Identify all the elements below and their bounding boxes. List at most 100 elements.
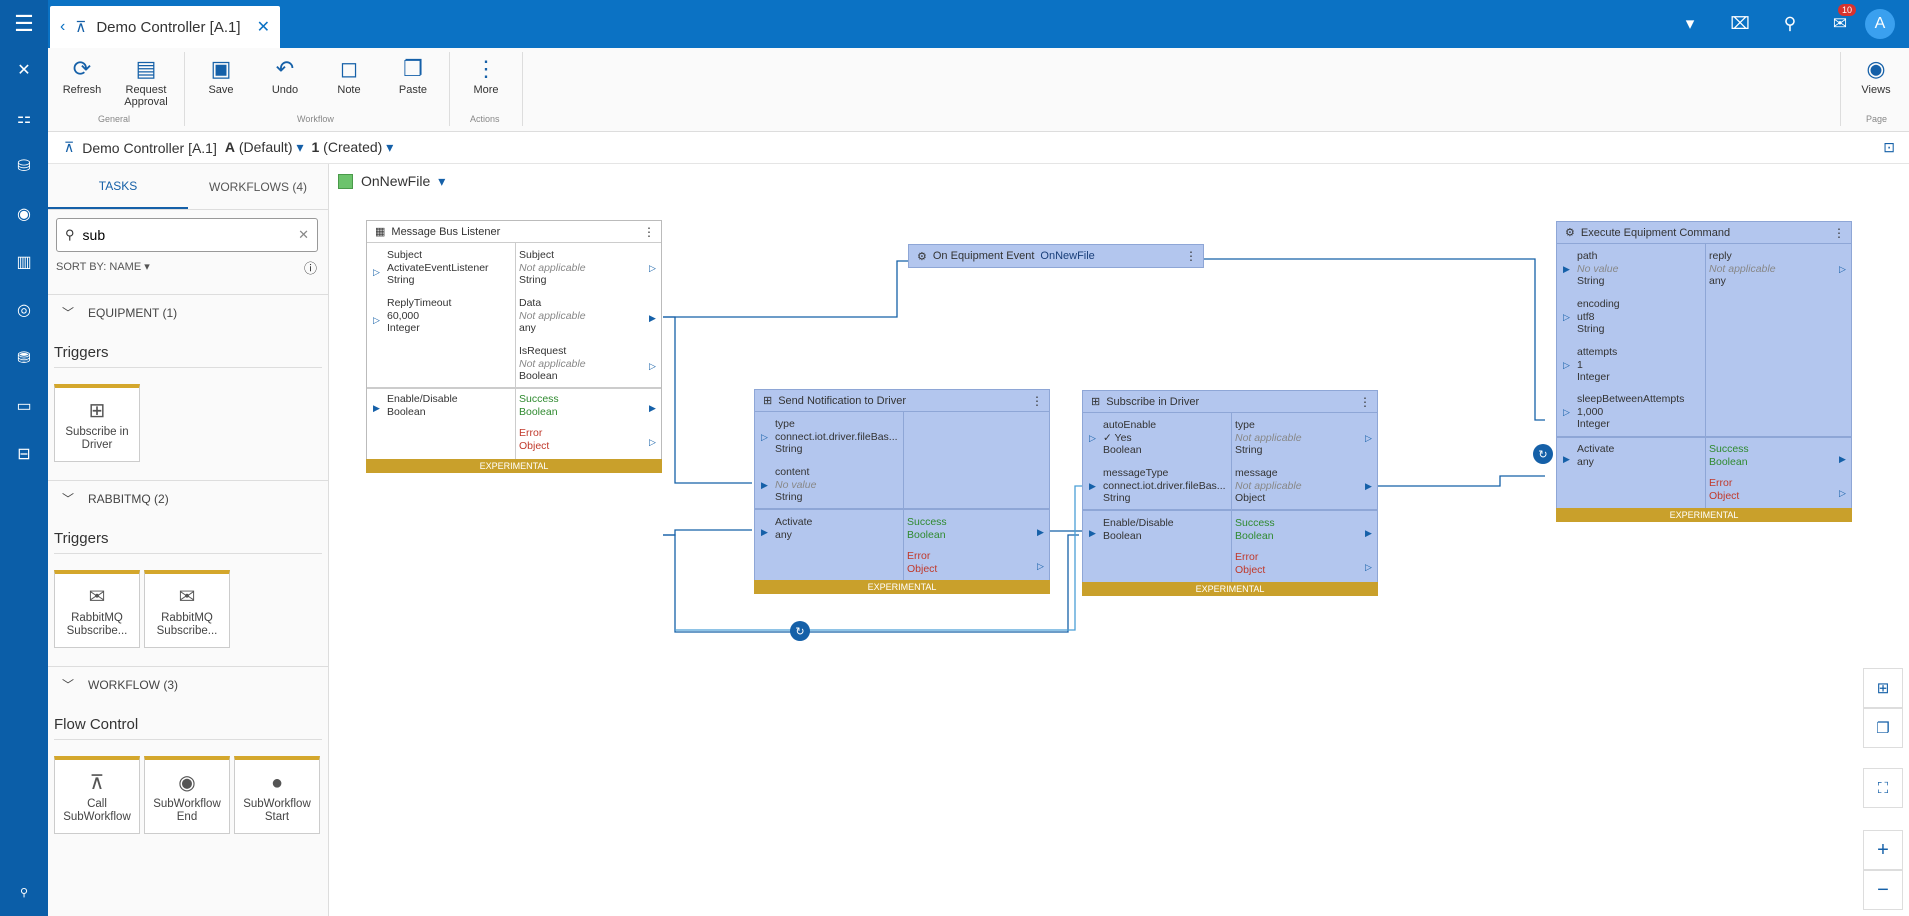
fit-add-button[interactable]: ⊞ <box>1863 668 1903 708</box>
analytics-icon[interactable]: ▥ <box>16 254 32 271</box>
card-label-2: Driver <box>81 439 113 451</box>
output-port-icon[interactable]: ▷ <box>649 437 656 447</box>
undo-button[interactable]: ↶ Undo <box>255 54 315 96</box>
node-subscribe-in-driver[interactable]: ⊞ Subscribe in Driver ⋮ ▷ autoEnable ✓ Y… <box>1082 390 1378 596</box>
document-tab[interactable]: ‹ ⊼ Demo Controller [A.1] ✕ <box>50 6 280 48</box>
output-port-icon[interactable]: ▷ <box>1037 561 1044 571</box>
output-port-icon[interactable]: ▷ <box>1839 264 1846 274</box>
node-header[interactable]: ⚙ On Equipment Event OnNewFile ⋮ <box>909 245 1203 267</box>
node-send-notification-to-driver[interactable]: ⊞ Send Notification to Driver ⋮ ▷ type c… <box>754 389 1050 594</box>
clear-icon[interactable]: ✕ <box>298 227 309 242</box>
modules-icon[interactable]: ⚏ <box>16 110 32 127</box>
tab-tasks[interactable]: TASKS <box>48 164 188 209</box>
barcode-scanner-icon[interactable]: ⌧ <box>1730 14 1750 33</box>
task-card-rabbitmq-subscribe[interactable]: ✉ RabbitMQ Subscribe... <box>144 570 230 648</box>
input-port-icon[interactable]: ▷ <box>1089 433 1096 443</box>
quality-icon[interactable]: ◉ <box>17 206 31 223</box>
node-execute-equipment-command[interactable]: ⚙ Execute Equipment Command ⋮ ▶ path No … <box>1556 221 1852 522</box>
output-port-icon[interactable]: ▶ <box>649 313 656 323</box>
fit-remove-button[interactable]: ❐ <box>1863 708 1903 748</box>
sort-by[interactable]: SORT BY: NAME ▾ <box>56 261 150 273</box>
input-port-icon[interactable]: ▶ <box>1089 481 1096 491</box>
refresh-button[interactable]: ⟳ Refresh <box>52 54 112 96</box>
input-port-icon[interactable]: ▶ <box>373 403 380 413</box>
input-port-icon[interactable]: ▶ <box>761 527 768 537</box>
input-port-icon[interactable]: ▷ <box>373 267 380 277</box>
task-card-subscribe-in-driver[interactable]: ⊞ Subscribe in Driver <box>54 384 140 462</box>
input-port-icon[interactable]: ▷ <box>761 432 768 442</box>
zoom-out-button[interactable]: − <box>1863 870 1903 910</box>
workflow-selector[interactable]: OnNewFile ▾ <box>330 164 1909 198</box>
revision-selector[interactable]: 1 (Created) ▾ <box>311 139 393 156</box>
back-icon[interactable]: ‹ <box>60 18 66 35</box>
output-port-icon[interactable]: ▷ <box>649 361 656 371</box>
more-vertical-icon[interactable]: ⋮ <box>1185 249 1197 263</box>
close-tab-icon[interactable]: ✕ <box>256 19 270 36</box>
section-rabbitmq[interactable]: ﹀ RABBITMQ (2) <box>48 480 328 516</box>
more-vertical-icon[interactable]: ⋮ <box>643 224 655 239</box>
task-card-rabbitmq-subscribe[interactable]: ✉ RabbitMQ Subscribe... <box>54 570 140 648</box>
hamburger-menu-icon[interactable]: ☰ <box>14 11 34 36</box>
request-approval-button[interactable]: ▤ Request Approval <box>116 54 176 108</box>
param-type: Integer <box>1577 371 1610 383</box>
input-port-icon[interactable]: ▷ <box>1563 312 1570 322</box>
output-port-icon[interactable]: ▶ <box>649 403 656 413</box>
tools-icon[interactable]: ✕ <box>17 62 31 79</box>
window-icon[interactable]: ▭ <box>16 398 32 415</box>
database-icon[interactable]: ⛁ <box>17 158 31 175</box>
node-message-bus-listener[interactable]: ▦ Message Bus Listener ⋮ ▷ Subject Activ… <box>366 220 662 473</box>
data-icon[interactable]: ⛃ <box>17 350 31 367</box>
network-icon[interactable]: ⚲ <box>19 886 29 899</box>
search-icon[interactable]: ⚲ <box>1783 14 1797 33</box>
avatar[interactable]: A <box>1865 9 1895 39</box>
input-port-icon[interactable]: ▶ <box>1563 264 1570 274</box>
task-card-subworkflow-end[interactable]: ◉ SubWorkflow End <box>144 756 230 834</box>
tab-workflows[interactable]: WORKFLOWS (4) <box>209 179 307 194</box>
output-port-icon[interactable]: ▶ <box>1365 528 1372 538</box>
section-equipment[interactable]: ﹀ EQUIPMENT (1) <box>48 294 328 330</box>
more-button[interactable]: ⋮ More <box>456 54 516 96</box>
search-input[interactable] <box>82 227 291 243</box>
note-button[interactable]: ◻ Note <box>319 54 379 96</box>
notifications-icon[interactable]: ✉ <box>1832 14 1848 33</box>
output-port-icon[interactable]: ▶ <box>1365 481 1372 491</box>
more-vertical-icon[interactable]: ⋮ <box>1031 393 1043 408</box>
fit-to-screen-button[interactable]: ⛶ <box>1863 768 1903 808</box>
version-selector[interactable]: A (Default) ▾ <box>225 139 304 156</box>
input-port-icon[interactable]: ▷ <box>1563 407 1570 417</box>
info-icon[interactable]: ⓘ <box>304 261 318 276</box>
node-header[interactable]: ⊞ Subscribe in Driver ⋮ <box>1083 391 1377 413</box>
input-port-icon[interactable]: ▶ <box>761 480 768 490</box>
section-workflow[interactable]: ﹀ WORKFLOW (3) <box>48 666 328 702</box>
node-header[interactable]: ⊞ Send Notification to Driver ⋮ <box>755 390 1049 412</box>
user-menu[interactable]: A <box>1860 0 1900 48</box>
output-port-icon[interactable]: ▷ <box>649 263 656 273</box>
output-port-icon[interactable]: ▶ <box>1037 527 1044 537</box>
task-card-subworkflow-start[interactable]: ● SubWorkflow Start <box>234 756 320 834</box>
node-on-equipment-event[interactable]: ⚙ On Equipment Event OnNewFile ⋮ <box>908 244 1204 268</box>
paste-button[interactable]: ❐ Paste <box>383 54 443 96</box>
zoom-in-button[interactable]: + <box>1863 830 1903 870</box>
more-vertical-icon[interactable]: ⋮ <box>1833 225 1845 240</box>
connect-icon[interactable]: ◎ <box>17 302 31 319</box>
output-port-icon[interactable]: ▷ <box>1839 488 1846 498</box>
output-port-icon[interactable]: ▷ <box>1365 562 1372 572</box>
input-port-icon[interactable]: ▶ <box>1089 528 1096 538</box>
node-header[interactable]: ▦ Message Bus Listener ⋮ <box>367 221 661 243</box>
task-card-call-subworkflow[interactable]: ⊼ Call SubWorkflow <box>54 756 140 834</box>
param-value: Not applicable <box>1235 479 1302 492</box>
workflow-canvas[interactable]: ↻ ↻ ▦ Message Bus Listener ⋮ ▷ Subject A… <box>330 198 1909 916</box>
input-port-icon[interactable]: ▶ <box>1563 454 1570 464</box>
expand-panel-icon[interactable]: ⊡ <box>1883 139 1895 155</box>
output-port-icon[interactable]: ▶ <box>1839 454 1846 464</box>
save-button[interactable]: ▣ Save <box>191 54 251 96</box>
search-box[interactable]: ⚲ ✕ <box>56 218 318 252</box>
chevron-down-icon[interactable]: ▾ <box>1685 14 1695 33</box>
output-port-icon[interactable]: ▷ <box>1365 433 1372 443</box>
views-button[interactable]: ◉ Views <box>1846 54 1906 96</box>
more-vertical-icon[interactable]: ⋮ <box>1359 394 1371 409</box>
input-port-icon[interactable]: ▷ <box>373 315 380 325</box>
node-header[interactable]: ⚙ Execute Equipment Command ⋮ <box>1557 222 1851 244</box>
storage-icon[interactable]: ⊟ <box>17 446 31 463</box>
input-port-icon[interactable]: ▷ <box>1563 360 1570 370</box>
